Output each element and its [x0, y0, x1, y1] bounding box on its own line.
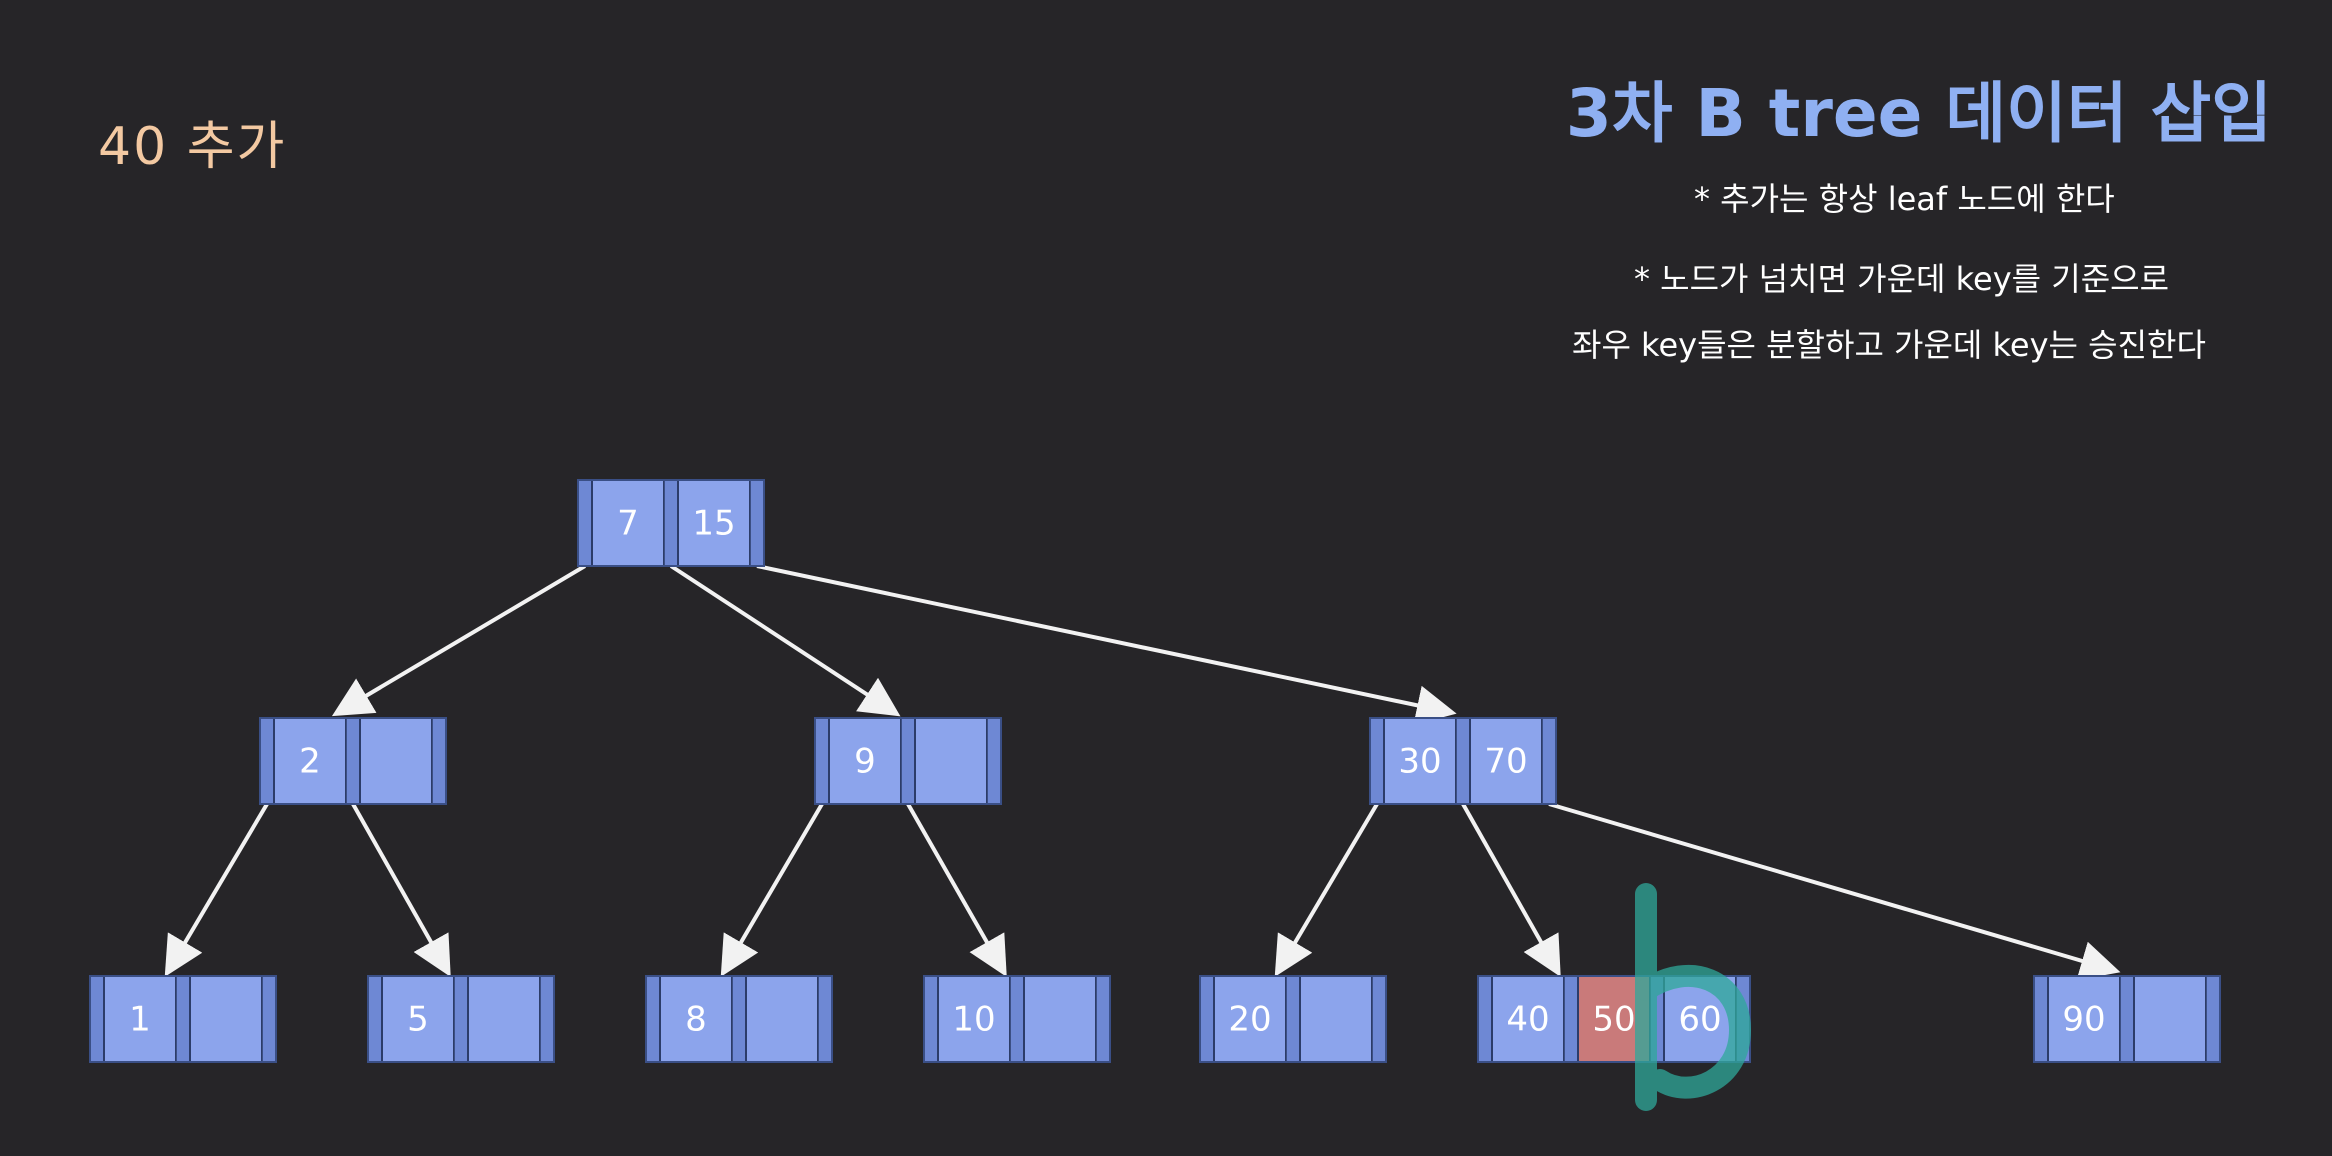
key-label: 9: [854, 742, 876, 782]
watermark-logo: [1635, 883, 1752, 1111]
key-slot: [914, 717, 988, 805]
key-label: 8: [685, 1000, 707, 1040]
key-label: 70: [1484, 742, 1527, 782]
edge-n30-l40: [1461, 803, 1561, 977]
pointer-slot: [1541, 717, 1557, 805]
pointer-slot: [539, 975, 555, 1063]
key-slot: [189, 975, 263, 1063]
note-overflow: * 노드가 넘치면 가운데 key를 기준으로: [1634, 260, 2170, 298]
key-label: 50: [1592, 1000, 1635, 1040]
pointer-slot: [645, 975, 661, 1063]
edge-root-n2: [331, 564, 587, 717]
pointer-slot: [1199, 975, 1215, 1063]
pointer-slot: [1455, 717, 1471, 805]
key-label: 40: [1506, 1000, 1549, 1040]
pointer-slot: [923, 975, 939, 1063]
key-label: 60: [1678, 1000, 1721, 1040]
key-label: 7: [617, 504, 639, 544]
key-label: 1: [129, 1000, 151, 1040]
pointer-slot: [1369, 717, 1385, 805]
node-border: [2033, 975, 2221, 1063]
btree-node-l10: 10: [923, 975, 1111, 1063]
edge-n30-l90: [1548, 802, 2121, 981]
pointer-slot: [2119, 975, 2135, 1063]
pointer-slot: [814, 717, 830, 805]
edge-n2-l5: [351, 803, 451, 977]
pointer-slot: [577, 479, 593, 567]
key-slot: [2133, 975, 2207, 1063]
btree-node-n2: 2: [259, 717, 447, 805]
btree-node-root: 7 15: [577, 479, 765, 567]
key-label: 2: [299, 742, 321, 782]
btree-node-l90: 90: [2033, 975, 2221, 1063]
node-border: [89, 975, 277, 1063]
key-slot: [2047, 975, 2121, 1063]
key-slot: [467, 975, 541, 1063]
step-label: 40 추가: [98, 117, 287, 177]
node-border: [259, 717, 447, 805]
key-slot: [591, 479, 665, 567]
edge-n9-l10: [906, 803, 1007, 977]
btree-node-l20: 20: [1199, 975, 1387, 1063]
btree-node-l1: 1: [89, 975, 277, 1063]
node-border: [814, 717, 1002, 805]
btree-node-l5: 5: [367, 975, 555, 1063]
node-border: [645, 975, 833, 1063]
slide-title: 3차 B tree 데이터 삽입: [1565, 75, 2272, 152]
pointer-slot: [1371, 975, 1387, 1063]
key-label: 90: [2062, 1000, 2105, 1040]
pointer-slot: [2205, 975, 2221, 1063]
pointer-slot: [259, 717, 275, 805]
key-slot: [745, 975, 819, 1063]
edge-n2-l1: [164, 802, 269, 977]
pointer-slot: [89, 975, 105, 1063]
pointer-slot: [345, 717, 361, 805]
key-label: 5: [407, 1000, 429, 1040]
edge-root-n30: [756, 564, 1457, 725]
note-split-promote: 좌우 key들은 분할하고 가운데 key는 승진한다: [1572, 326, 2206, 364]
node-border: [923, 975, 1111, 1063]
pointer-slot: [731, 975, 747, 1063]
pointer-slot: [1095, 975, 1111, 1063]
btree-node-l8: 8: [645, 975, 833, 1063]
edge-n30-l20: [1274, 802, 1379, 977]
tree-edges: [164, 564, 2121, 981]
key-slot: [1383, 717, 1457, 805]
key-label: 15: [692, 504, 735, 544]
pointer-slot: [175, 975, 191, 1063]
pointer-slot: [453, 975, 469, 1063]
node-border: [577, 479, 765, 567]
node-border: [367, 975, 555, 1063]
edge-n9-l8: [720, 802, 824, 977]
pointer-slot: [1285, 975, 1301, 1063]
key-label: 20: [1228, 1000, 1271, 1040]
key-label: 10: [952, 1000, 995, 1040]
pointer-slot: [431, 717, 447, 805]
pointer-slot: [1563, 975, 1579, 1063]
pointer-slot: [663, 479, 679, 567]
node-border: [1199, 975, 1387, 1063]
note-leaf-insert: * 추가는 항상 leaf 노드에 한다: [1694, 180, 2115, 218]
pointer-slot: [900, 717, 916, 805]
pointer-slot: [1477, 975, 1493, 1063]
key-slot: [1299, 975, 1373, 1063]
pointer-slot: [367, 975, 383, 1063]
pointer-slot: [2033, 975, 2049, 1063]
pointer-slot: [986, 717, 1002, 805]
btree-node-n9: 9: [814, 717, 1002, 805]
key-label: 30: [1398, 742, 1441, 782]
edge-root-n9: [669, 564, 901, 717]
btree-node-n30: 30 70: [1369, 717, 1557, 805]
key-slot: [359, 717, 433, 805]
pointer-slot: [261, 975, 277, 1063]
pointer-slot: [817, 975, 833, 1063]
key-slot: [1023, 975, 1097, 1063]
pointer-slot: [749, 479, 765, 567]
node-border: [1369, 717, 1557, 805]
pointer-slot: [1009, 975, 1025, 1063]
